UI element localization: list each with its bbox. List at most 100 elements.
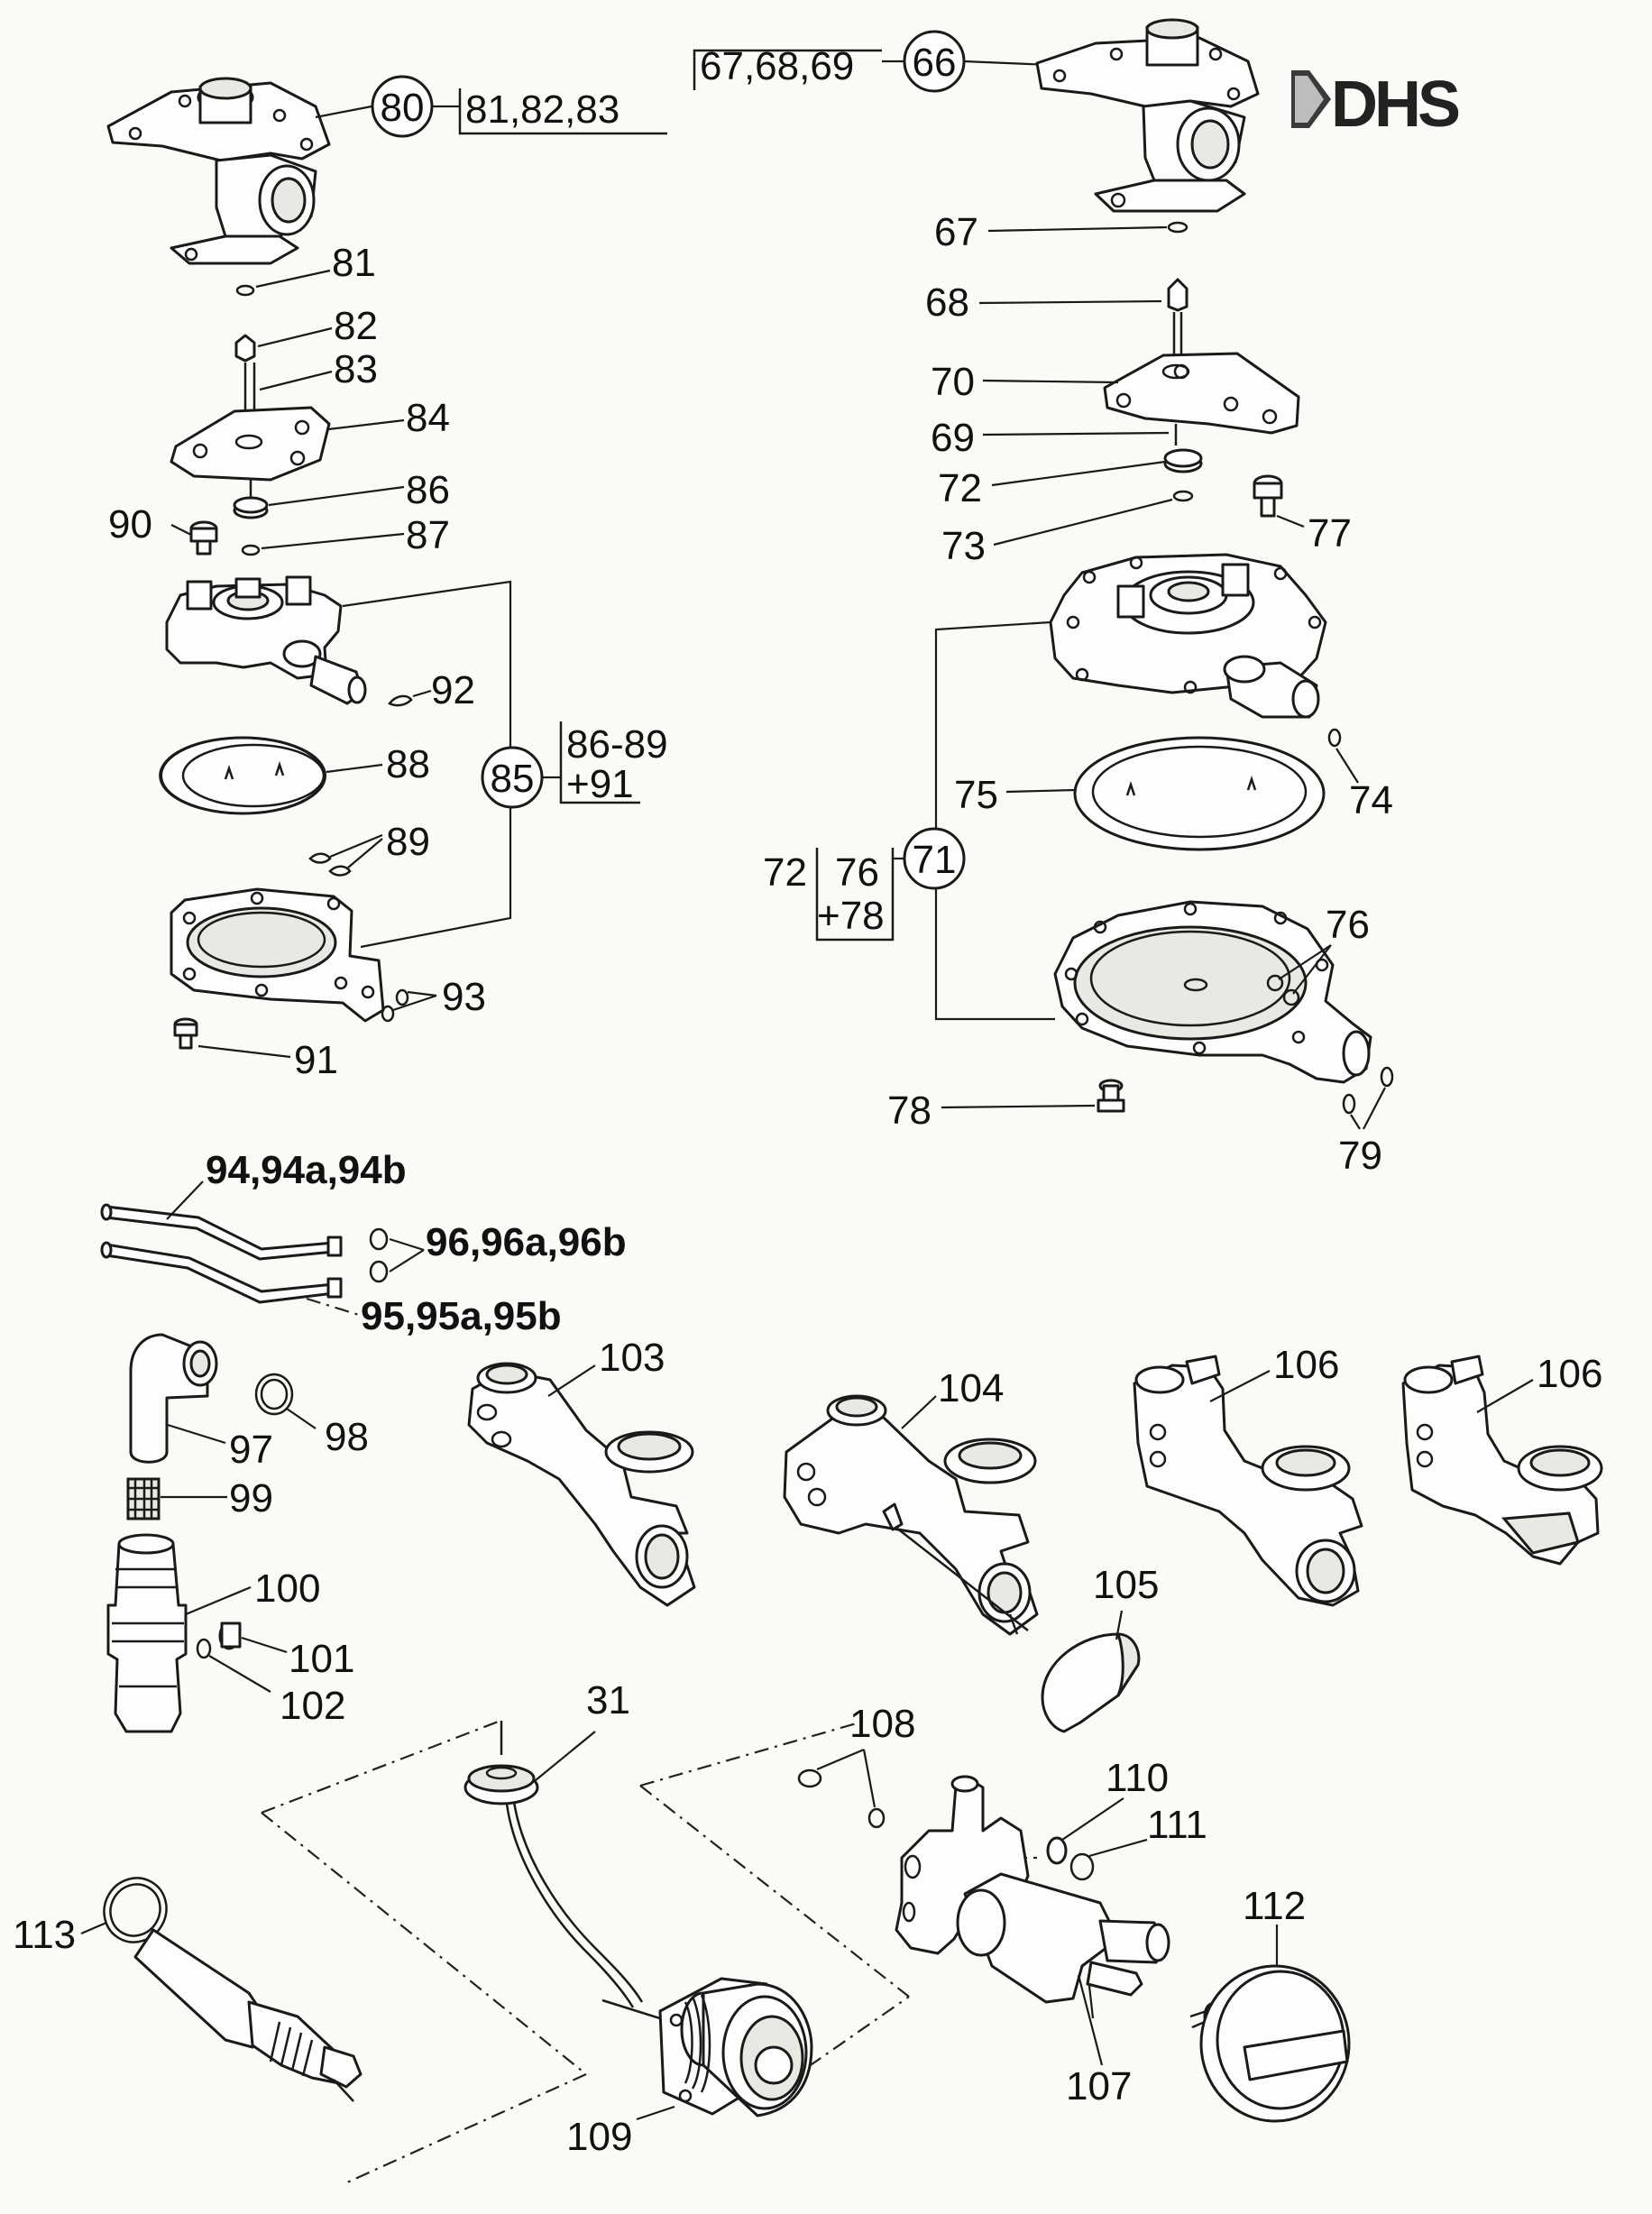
part-label-l91p: +91 <box>566 762 634 806</box>
part-label-l113: 113 <box>13 1913 76 1957</box>
part-67-oring: 67 <box>934 210 1189 254</box>
part-label-l85: 85 <box>491 757 535 801</box>
part-label-l73: 73 <box>941 524 986 568</box>
part-label-l90: 90 <box>108 502 152 547</box>
part-label-l111: 111 <box>1147 1803 1207 1847</box>
part-106-arm-a: 106 <box>1133 1343 1363 1607</box>
part-81-oring: 81 <box>235 241 376 297</box>
dashed-guides <box>261 1719 1037 2184</box>
callout-80: 80 81,82,83 <box>315 75 667 138</box>
part-label-l84: 84 <box>406 396 450 440</box>
part-82-clip: 82 <box>234 304 378 363</box>
part-68-clip: 68 <box>925 278 1189 325</box>
part-label-l77: 77 <box>1308 511 1352 556</box>
part-label-l103: 103 <box>599 1336 665 1380</box>
part-label-l76: 76 <box>1326 903 1370 947</box>
part-88-diaphragm: 88 <box>159 736 430 815</box>
part-label-l69: 69 <box>931 416 975 460</box>
part-113-sensor <box>133 1928 363 2102</box>
part-label-l112: 112 <box>1243 1884 1306 1928</box>
callout-71: 71 72 76 +78 <box>763 620 1055 1021</box>
part-label-l67_69: 67,68,69 <box>700 44 854 88</box>
part-109-injector: 109 <box>566 1977 813 2159</box>
part-106-arm-b: 106 <box>1401 1352 1603 1566</box>
callout-85: 85 86-89 +91 <box>342 580 668 949</box>
part-label-l89: 89 <box>386 820 430 864</box>
part-label-l88: 88 <box>386 742 430 786</box>
part-110-111-parts: 110 111 <box>1046 1756 1207 1881</box>
part-label-l93: 93 <box>442 975 486 1019</box>
part-label-l105: 105 <box>1093 1563 1159 1607</box>
part-label-l78b: +78 <box>817 894 885 938</box>
part-90-screw: 90 <box>108 502 218 556</box>
part-112-knob: 112 <box>1189 1884 1351 2123</box>
part-label-l106b: 106 <box>1537 1352 1602 1396</box>
part-76-label: 76 <box>1278 903 1370 995</box>
part-83-84-plate: 83 84 <box>170 347 450 501</box>
part-label-l71: 71 <box>913 838 957 882</box>
part-label-l79: 79 <box>1338 1134 1382 1178</box>
part-86-disc: 86 <box>233 468 450 519</box>
part-113-oring: 113 <box>13 1877 168 1957</box>
part-label-l81: 81 <box>332 241 376 285</box>
part-105-cap: 105 <box>1041 1563 1159 1733</box>
part-94-95-tubes: 94,94a,94b 96,96a,96b 95,95a,95b <box>100 1148 627 1338</box>
part-75-diaphragm: 75 <box>954 736 1326 851</box>
part-91-screw: 91 <box>173 1017 338 1082</box>
part-93-orings: 93 <box>381 975 486 1023</box>
part-104-arm: 104 <box>783 1366 1039 1636</box>
part-label-l86: 86 <box>406 468 450 512</box>
part-label-l66: 66 <box>913 41 957 85</box>
callout-66: 67,68,69 66 <box>693 30 1052 93</box>
part-107-valve: 107 <box>895 1775 1170 2108</box>
part-73-oring: 73 <box>941 490 1194 568</box>
part-66-bracket <box>1035 18 1260 213</box>
part-108-orings: 108 <box>797 1702 915 1829</box>
part-85-upper-body <box>165 575 367 705</box>
part-label-l83: 83 <box>334 347 378 391</box>
part-label-l78: 78 <box>887 1089 932 1133</box>
part-77-screw: 77 <box>1253 474 1352 556</box>
part-71-upper-body <box>1049 553 1327 719</box>
part-label-l109: 109 <box>566 2115 632 2159</box>
part-87-oring: 87 <box>241 513 450 557</box>
part-label-l75: 75 <box>954 773 998 817</box>
part-74-oring: 74 <box>1327 728 1393 822</box>
part-label-l72b: 72 <box>763 850 807 895</box>
part-label-l68: 68 <box>925 280 969 325</box>
part-103-arm: 103 <box>467 1336 696 1607</box>
part-label-l31: 31 <box>586 1678 630 1723</box>
part-101-screw: 101 <box>218 1621 354 1681</box>
part-99-filter: 99 <box>126 1476 273 1520</box>
part-label-l104: 104 <box>938 1366 1004 1410</box>
part-100-valve: 100 <box>106 1533 320 1733</box>
part-102-oring: 102 <box>196 1638 345 1728</box>
part-label-l100: 100 <box>254 1566 320 1611</box>
part-label-l96: 96,96a,96b <box>426 1220 627 1264</box>
part-label-l92: 92 <box>431 668 475 712</box>
part-label-l102: 102 <box>280 1684 345 1728</box>
part-71-lower-body <box>1053 900 1372 1084</box>
part-label-l101: 101 <box>289 1637 354 1681</box>
part-label-l91: 91 <box>294 1038 338 1082</box>
part-79-orings: 79 <box>1338 1066 1394 1178</box>
part-label-l107: 107 <box>1066 2064 1132 2108</box>
part-31-grommet: 31 <box>463 1678 644 2008</box>
part-label-l76b: 76 <box>835 850 879 895</box>
part-97-elbow: 97 <box>129 1333 273 1472</box>
part-label-l99: 99 <box>229 1476 273 1520</box>
part-label-l108: 108 <box>849 1702 915 1746</box>
part-label-l87: 87 <box>406 513 450 557</box>
part-label-l80: 80 <box>381 86 425 130</box>
part-92-clip: 92 <box>388 668 475 712</box>
part-label-l86_89: 86-89 <box>566 722 668 767</box>
part-85-lower-body <box>170 887 385 1023</box>
part-label-l67: 67 <box>934 210 978 254</box>
logo-text: DHS <box>1331 69 1459 141</box>
part-label-l72: 72 <box>938 466 982 510</box>
part-label-l70: 70 <box>931 360 975 404</box>
part-label-l95: 95,95a,95b <box>361 1294 562 1338</box>
part-98-oring: 98 <box>254 1373 369 1459</box>
part-label-l97: 97 <box>229 1428 273 1472</box>
